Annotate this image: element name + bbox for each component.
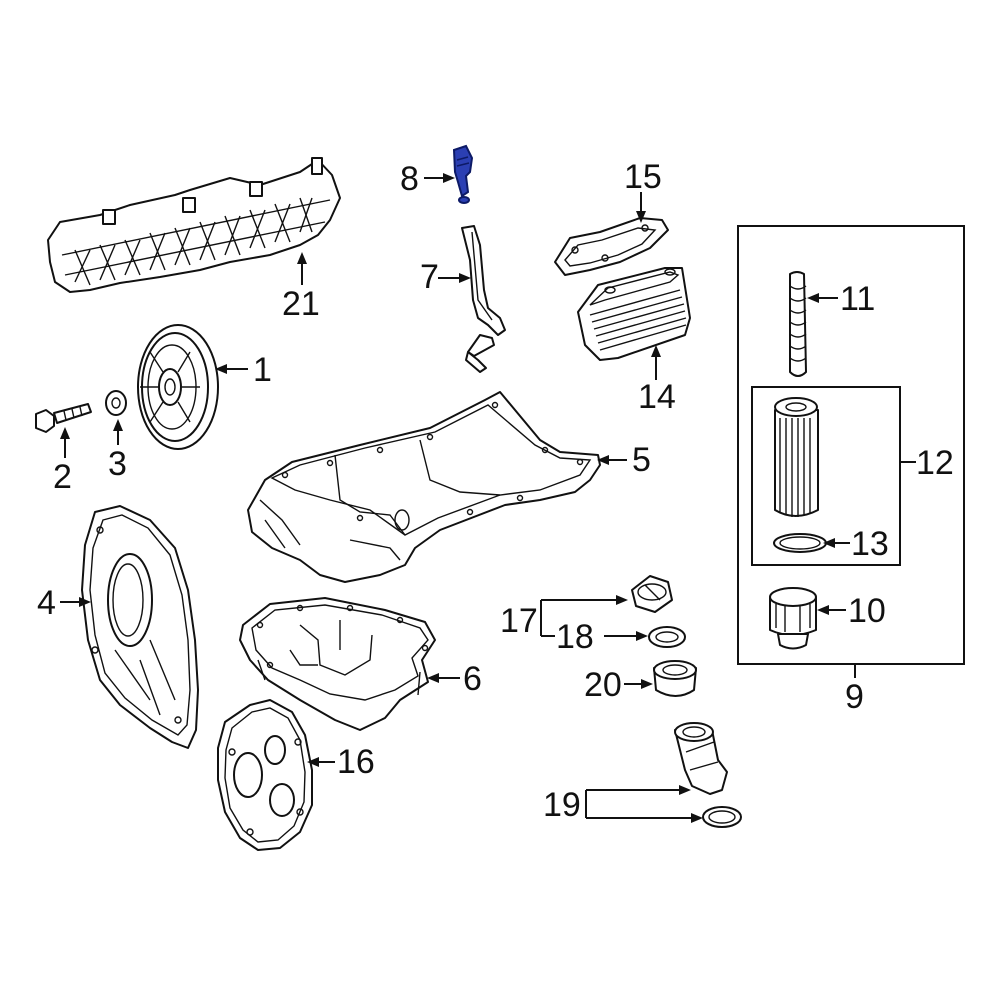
callout-3: 3 xyxy=(108,445,127,483)
part-12-filter-element[interactable]: 12 xyxy=(751,386,954,566)
callout-10: 10 xyxy=(848,592,886,630)
callout-20: 20 xyxy=(584,666,622,704)
callout-8: 8 xyxy=(400,160,419,198)
callout-2: 2 xyxy=(53,458,72,496)
part-5-upper-oil-pan[interactable]: 5 xyxy=(247,391,651,583)
part-17-filler-cap[interactable]: 17 xyxy=(500,575,673,640)
part-2-bolt[interactable]: 2 xyxy=(35,403,92,496)
callout-12: 12 xyxy=(916,444,954,482)
part-9-filter-assembly-group: 9 xyxy=(737,225,965,716)
callout-13: 13 xyxy=(851,525,889,563)
part-10-filter-cap[interactable]: 10 xyxy=(769,587,886,650)
part-7-dipstick-tube[interactable]: 7 xyxy=(420,225,506,373)
part-4-rear-cover[interactable]: 4 xyxy=(37,505,199,749)
part-11-filter-tube[interactable]: 11 xyxy=(789,271,875,377)
callout-16: 16 xyxy=(337,743,375,781)
callout-18: 18 xyxy=(556,618,594,656)
callout-9: 9 xyxy=(845,678,864,716)
callout-5: 5 xyxy=(632,441,651,479)
callout-7: 7 xyxy=(420,258,439,296)
callout-19: 19 xyxy=(543,786,581,824)
part-8-sensor-highlighted[interactable]: 8 xyxy=(400,144,474,204)
callout-6: 6 xyxy=(463,660,482,698)
part-16-front-plate[interactable]: 16 xyxy=(217,699,375,851)
part-6-lower-oil-pan[interactable]: 6 xyxy=(239,597,482,731)
part-21-manifold[interactable]: 21 xyxy=(47,157,341,323)
part-15-gasket[interactable]: 15 xyxy=(554,158,669,276)
part-3-washer[interactable]: 3 xyxy=(105,390,127,483)
callout-15: 15 xyxy=(624,158,662,196)
part-13-o-ring[interactable]: 13 xyxy=(773,525,889,563)
part-1-pulley[interactable]: 1 xyxy=(137,324,272,450)
callout-21: 21 xyxy=(282,285,320,323)
callout-4: 4 xyxy=(37,584,56,622)
callout-11: 11 xyxy=(840,280,875,318)
part-20-neck-ring[interactable]: 20 xyxy=(584,660,697,704)
callout-1: 1 xyxy=(253,351,272,389)
callout-17: 17 xyxy=(500,602,538,640)
part-18-seal[interactable]: 18 xyxy=(541,618,686,656)
part-14-oil-cooler[interactable]: 14 xyxy=(577,267,691,416)
part-19-filler-neck[interactable]: 19 xyxy=(543,722,742,828)
callout-14: 14 xyxy=(638,378,676,416)
